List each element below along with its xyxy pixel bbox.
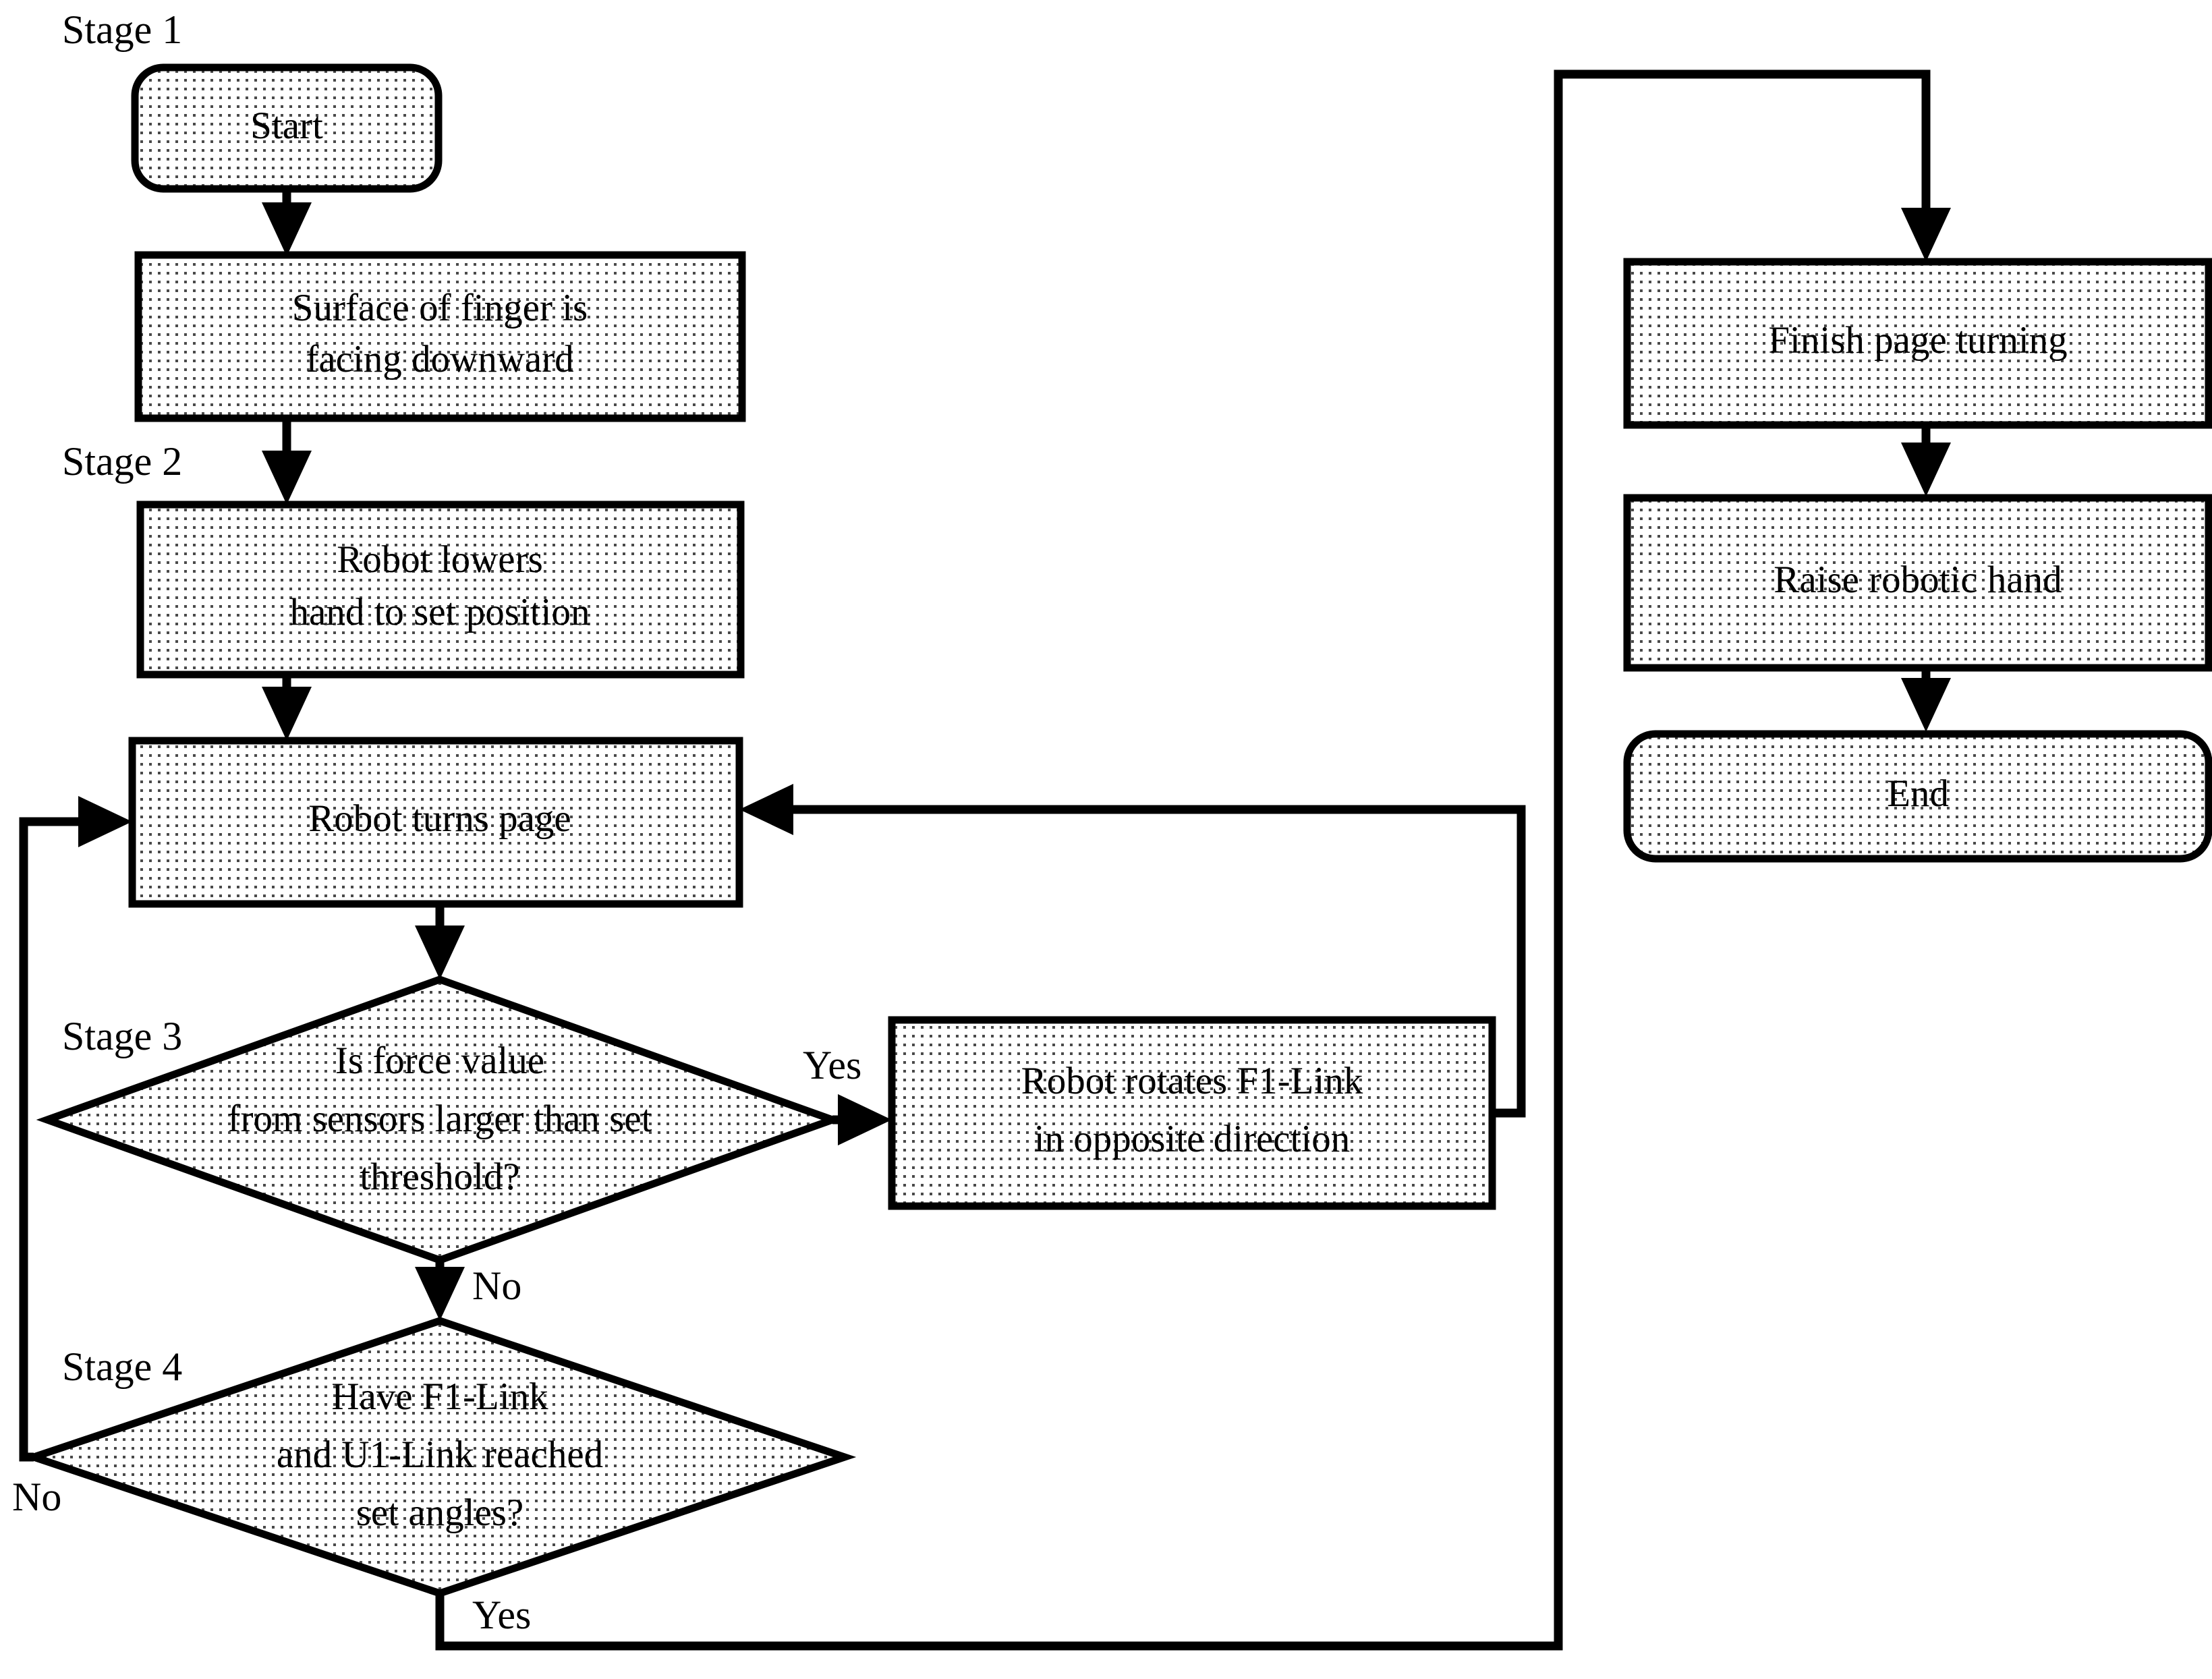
node-finger-down[interactable]: Surface of finger is facing downward xyxy=(134,251,746,422)
edge-label-force-yes: Yes xyxy=(803,1043,861,1087)
connector-lower-to-turn xyxy=(262,675,312,741)
node-finish-turn-label: Finish page turning xyxy=(1768,319,2067,362)
node-angle-check-line3: set angles? xyxy=(356,1491,523,1534)
node-end-label: End xyxy=(1887,772,1949,815)
node-angle-check-line1: Have F1-Link xyxy=(331,1375,548,1418)
node-lower-hand-line1: Robot lowers xyxy=(337,538,543,581)
node-finger-down-line1: Surface of finger is xyxy=(292,287,588,329)
stage-label-3: Stage 3 xyxy=(62,1014,182,1058)
node-end[interactable]: End xyxy=(1623,730,2212,863)
connector-start-to-finger xyxy=(262,189,312,256)
node-lower-hand[interactable]: Robot lowers hand to set position xyxy=(136,501,745,679)
node-rotate-back-line1: Robot rotates F1-Link xyxy=(1021,1060,1363,1102)
node-finish-turn[interactable]: Finish page turning xyxy=(1623,258,2212,429)
connector-rotate-to-turn-loop xyxy=(739,784,1526,1118)
node-turn-page-label: Robot turns page xyxy=(308,797,571,840)
node-turn-page[interactable]: Robot turns page xyxy=(128,737,743,908)
edge-label-force-no: No xyxy=(472,1263,521,1308)
node-raise-hand-label: Raise robotic hand xyxy=(1774,559,2062,601)
connector-force-no-to-angle xyxy=(415,1261,465,1321)
node-force-check-line3: threshold? xyxy=(360,1156,519,1198)
node-angle-check[interactable]: Have F1-Link and U1-Link reached set ang… xyxy=(22,1317,857,1597)
node-force-check-line1: Is force value xyxy=(335,1040,544,1082)
node-rotate-back-line2: in opposite direction xyxy=(1034,1118,1351,1160)
node-force-check-line2: from sensors larger than set xyxy=(228,1098,652,1140)
node-start-label: Start xyxy=(250,105,323,147)
connector-finish-to-raise xyxy=(1901,425,1951,496)
connector-angle-yes-to-finish xyxy=(435,69,1951,1651)
node-angle-check-line2: and U1-Link reached xyxy=(277,1433,603,1476)
node-lower-hand-line2: hand to set position xyxy=(290,591,590,633)
edge-label-angle-yes: Yes xyxy=(472,1593,531,1637)
edge-label-angle-no: No xyxy=(12,1475,61,1519)
node-finger-down-line2: facing downward xyxy=(306,338,573,380)
stage-label-4: Stage 4 xyxy=(62,1344,182,1389)
node-start[interactable]: Start xyxy=(131,63,443,193)
connector-raise-to-end xyxy=(1901,668,1951,732)
node-raise-hand[interactable]: Raise robotic hand xyxy=(1623,494,2212,672)
connector-finger-to-lower xyxy=(262,418,312,505)
stage-label-2: Stage 2 xyxy=(62,439,182,484)
node-force-check[interactable]: Is force value from sensors larger than … xyxy=(36,975,844,1264)
node-rotate-back[interactable]: Robot rotates F1-Link in opposite direct… xyxy=(888,1016,1496,1210)
stage-label-1: Stage 1 xyxy=(62,7,182,52)
connector-turn-to-force xyxy=(415,904,465,979)
